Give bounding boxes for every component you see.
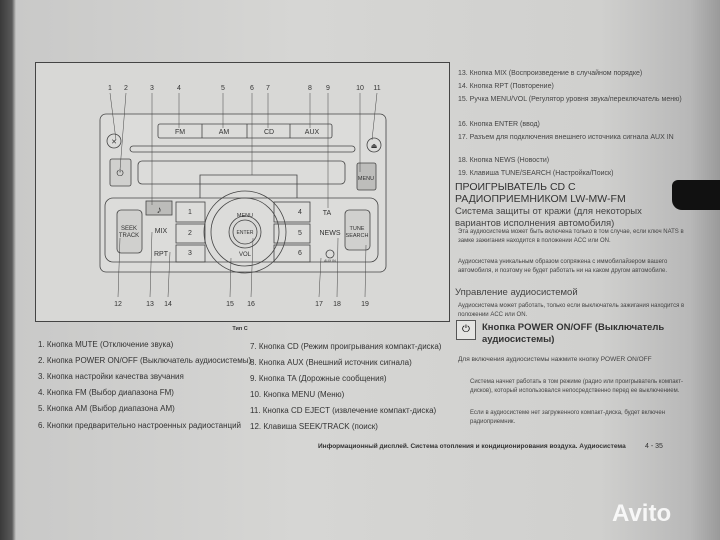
callout-1: 1 xyxy=(108,85,112,92)
callout-13: 13 xyxy=(146,301,154,308)
section-title: ПРОИГРЫВАТЕЛЬ CD С РАДИОПРИЕМНИКОМ LW-MW… xyxy=(455,181,626,205)
callout-3: 3 xyxy=(150,85,154,92)
eject-icon: ⏏ xyxy=(371,143,378,150)
diagram-caption: Тип C xyxy=(232,326,247,332)
tune-label: TUNE xyxy=(350,226,365,232)
avito-watermark: Avito xyxy=(612,500,672,527)
cd-button-label: CD xyxy=(264,129,274,136)
vol-label: VOL xyxy=(239,252,252,258)
list-item: 17. Разъем для подключения внешнего исто… xyxy=(458,134,674,141)
paragraph: Аудиосистема уникальным образом сопряжен… xyxy=(458,259,668,274)
list-item: 2. Кнопка POWER ON/OFF (Выключатель ауди… xyxy=(38,356,252,365)
list-item: 6. Кнопки предварительно настроенных рад… xyxy=(38,421,242,430)
list-item: 4. Кнопка FM (Выбор диапазона FM) xyxy=(38,388,174,397)
list-item: 7. Кнопка CD (Режим проигрывания компакт… xyxy=(250,342,442,351)
seek-label: SEEK xyxy=(121,226,137,232)
list-item: 5. Кнопка AM (Выбор диапазона AM) xyxy=(38,404,175,413)
ta-button-label: TA xyxy=(323,210,332,217)
callout-18: 18 xyxy=(333,301,341,308)
callout-8: 8 xyxy=(308,85,312,92)
page-number: 4 - 35 xyxy=(645,443,663,450)
preset-6: 6 xyxy=(298,250,302,257)
power-icon: ⏻ xyxy=(456,320,476,340)
clip-shadow xyxy=(672,180,720,210)
am-button-label: AM xyxy=(219,129,230,136)
list-item: 12. Клавиша SEEK/TRACK (поиск) xyxy=(250,422,378,431)
preset-4: 4 xyxy=(298,209,302,216)
callout-11: 11 xyxy=(373,85,380,92)
bullet-item: Система начнет работать в том режиме (ра… xyxy=(470,379,683,394)
track-label: TRACK xyxy=(119,233,139,239)
list-item: 19. Клавиша TUNE/SEARCH (Настройка/Поиск… xyxy=(458,170,614,177)
paragraph: Аудиосистема может работать, только если… xyxy=(458,303,685,318)
news-button-label: NEWS xyxy=(320,230,341,237)
power-heading: Кнопка POWER ON/OFF (Выключатель аудиоси… xyxy=(482,322,665,345)
knob-menu-label: MENU xyxy=(237,213,253,219)
list-item: 8. Кнопка AUX (Внешний источник сигнала) xyxy=(250,358,412,367)
callout-16: 16 xyxy=(247,301,255,308)
callout-19: 19 xyxy=(361,301,369,308)
mix-button-label: MIX xyxy=(155,228,168,235)
preset-5: 5 xyxy=(298,230,302,237)
aux-button-label: AUX xyxy=(305,129,320,136)
callout-17: 17 xyxy=(315,301,323,308)
preset-2: 2 xyxy=(188,230,192,237)
callout-2: 2 xyxy=(124,85,128,92)
list-item: 14. Кнопка RPT (Повторение) xyxy=(458,83,554,90)
list-item: 13. Кнопка MIX (Воспроизведение в случай… xyxy=(458,70,643,77)
search-label: SEARCH xyxy=(346,233,369,239)
page-footer: Информационный дисплей. Система отоплени… xyxy=(318,443,626,450)
control-heading: Управление аудиосистемой xyxy=(455,287,578,298)
rpt-button-label: RPT xyxy=(154,251,169,258)
list-item: 10. Кнопка MENU (Меню) xyxy=(250,390,345,399)
bullet-item: Если в аудиосистеме нет загруженного ком… xyxy=(470,410,666,425)
callout-7: 7 xyxy=(266,85,270,92)
list-item: 1. Кнопка MUTE (Отключение звука) xyxy=(38,340,174,349)
callout-4: 4 xyxy=(177,85,181,92)
callout-9: 9 xyxy=(326,85,330,92)
menu-button-label: MENU xyxy=(358,176,374,182)
callout-14: 14 xyxy=(164,301,172,308)
list-item: 3. Кнопка настройки качества звучания xyxy=(38,372,184,381)
theft-protection-heading: Система защиты от кражи (для некоторых в… xyxy=(455,206,642,229)
list-item: 15. Ручка MENU/VOL (Регулятор уровня зву… xyxy=(458,96,682,103)
mute-icon: ✕ xyxy=(111,139,117,146)
enter-button-label: ENTER xyxy=(237,230,254,236)
preset-1: 1 xyxy=(188,209,192,216)
list-item: 16. Кнопка ENTER (ввод) xyxy=(458,121,540,128)
fm-button-label: FM xyxy=(175,129,185,136)
list-item: 9. Кнопка TA (Дорожные сообщения) xyxy=(250,374,387,383)
paragraph: Для включения аудиосистемы нажмите кнопк… xyxy=(458,356,652,363)
power-icon: ⏻ xyxy=(116,168,123,178)
list-item: 18. Кнопка NEWS (Новости) xyxy=(458,157,550,164)
callout-15: 15 xyxy=(226,301,234,308)
paragraph: Эта аудиосистема может быть включена тол… xyxy=(458,229,684,244)
preset-3: 3 xyxy=(188,250,192,257)
callout-5: 5 xyxy=(221,85,225,92)
callout-10: 10 xyxy=(356,85,364,92)
sound-settings-note-icon: ♪ xyxy=(157,205,162,216)
callout-12: 12 xyxy=(114,301,122,308)
callout-6: 6 xyxy=(250,85,254,92)
aux-in-label: AUX IN xyxy=(324,259,336,263)
list-item: 11. Кнопка CD EJECT (извлечение компакт-… xyxy=(250,406,437,415)
